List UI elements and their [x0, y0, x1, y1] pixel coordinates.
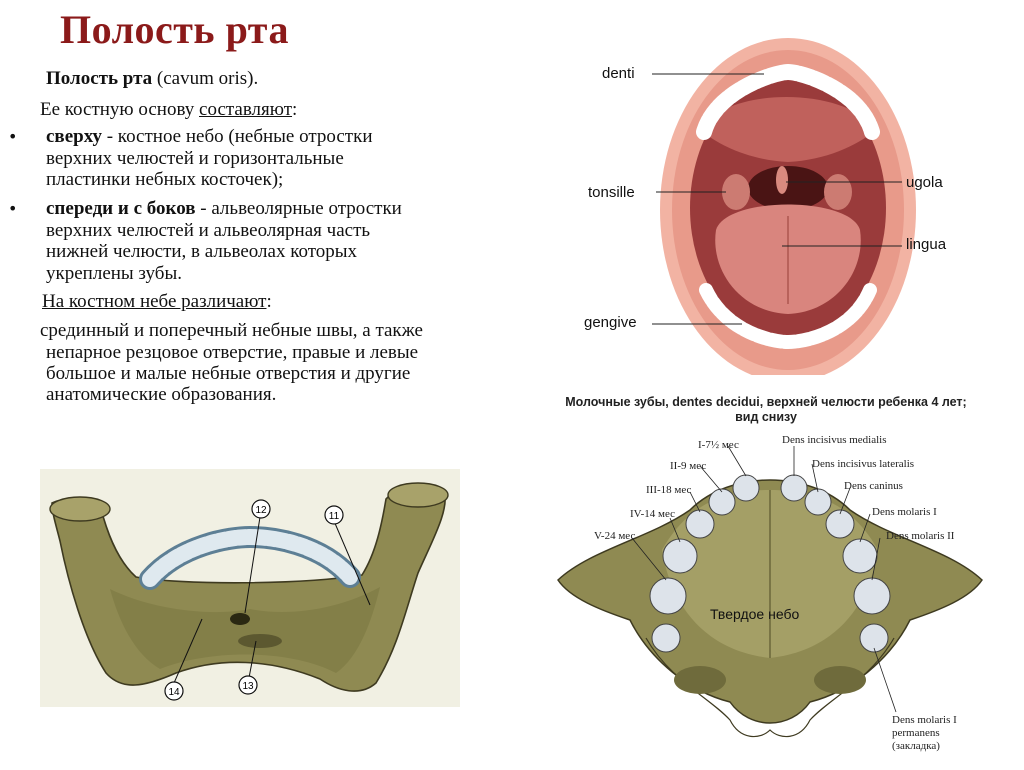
mandible-illustration: 12 11 14 13 [40, 469, 460, 707]
mandible-label-14: 14 [168, 687, 180, 698]
maxilla-caption-line-2: вид снизу [735, 410, 797, 424]
term-bold: Полость рта [46, 68, 153, 89]
mouth-drawing [652, 38, 916, 382]
intro-line: Полость рта (cavum oris). [46, 68, 258, 89]
mandible-label-12: 12 [255, 505, 267, 516]
term-latin: (cavum oris). [152, 68, 259, 89]
bullet-2-bold: спереди и с боков [46, 198, 196, 219]
maxilla-left-label-2: II-9 мес [670, 460, 707, 472]
maxilla-right-label-2: Dens incisivus lateralis [812, 458, 915, 470]
palate-line-1: срединный и поперечный небные швы, а так… [40, 320, 423, 341]
maxilla-drawing [557, 445, 983, 738]
maxilla-bottom-label-1: Dens molaris I [892, 714, 957, 726]
bullet-1-line-2: верхних челюстей и горизонтальные [46, 148, 344, 169]
mandible-label-13: 13 [242, 681, 254, 692]
maxilla-caption: Молочные зубы, dentes decidui, верхней ч… [546, 395, 986, 425]
label-tonsille: tonsille [588, 184, 635, 201]
maxilla-bottom-label-2: permanens [892, 727, 940, 739]
maxilla-right-label-1: Dens incisivus medialis [782, 434, 887, 446]
bullet-2: • [8, 199, 18, 218]
maxilla-left-label-4: IV-14 мес [630, 508, 676, 520]
mouth-illustration: denti tonsille ugola lingua gengive [576, 20, 976, 382]
bullet-1-rest: - костное небо (небные отростки [101, 126, 373, 147]
label-denti: denti [602, 65, 635, 82]
maxilla-illustration: I-7½ мес II-9 мес III-18 мес IV-14 мес V… [550, 430, 990, 765]
page-title: Полость рта [60, 7, 289, 52]
bullet-2-line-2: верхних челюстей и альвеолярная часть [46, 220, 371, 241]
maxilla-right-label-5: Dens molaris II [886, 530, 955, 542]
basis-underlined: составляют [199, 99, 293, 120]
bullet-1-bold: сверху [46, 126, 102, 147]
label-lingua: lingua [906, 236, 947, 253]
mandible-drawing: 12 11 14 13 [49, 482, 449, 701]
label-ugola: ugola [906, 174, 943, 191]
palate-heading-underlined: На костном небе различают [42, 291, 267, 312]
maxilla-right-label-3: Dens caninus [844, 480, 903, 492]
maxilla-bottom-label: Dens molaris I permanens (закладка) [892, 714, 957, 753]
mandible-label-11: 11 [329, 511, 340, 522]
maxilla-right-label-4: Dens molaris I [872, 506, 937, 518]
maxilla-left-label-3: III-18 мес [646, 484, 692, 496]
bullet-2-line-4: укреплены зубы. [46, 263, 182, 284]
bullet-2-rest: - альвеолярные отростки [195, 198, 402, 219]
maxilla-left-label-1: I-7½ мес [698, 439, 739, 451]
bullet-2-line-1: спереди и с боков - альвеолярные отростк… [46, 198, 402, 219]
basis-line: Ее костную основу составляют: [40, 99, 297, 120]
label-gengive: gengive [584, 314, 637, 331]
palate-line-2: непарное резцовое отверстие, правые и ле… [46, 342, 419, 363]
basis-colon: : [292, 99, 298, 120]
bullet-1-line-3: пластинки небных косточек); [46, 169, 284, 190]
palate-heading: На костном небе различают: [42, 291, 272, 312]
bullet-1-line-1: сверху - костное небо (небные отростки [46, 126, 373, 147]
hard-palate-label: Твердое небо [710, 606, 800, 622]
maxilla-left-label-5: V-24 мес [594, 530, 636, 542]
palate-line-4: анатомические образования. [46, 384, 277, 405]
maxilla-caption-line-1: Молочные зубы, dentes decidui, верхней ч… [565, 395, 967, 409]
maxilla-bottom-label-3: (закладка) [892, 740, 940, 752]
bullet-1: • [8, 127, 18, 146]
palate-heading-colon: : [266, 291, 272, 312]
basis-pre: Ее костную основу [40, 99, 200, 120]
bullet-2-line-3: нижней челюсти, в альвеолах которых [46, 241, 358, 262]
palate-line-3: большое и малые небные отверстия и други… [46, 363, 411, 384]
